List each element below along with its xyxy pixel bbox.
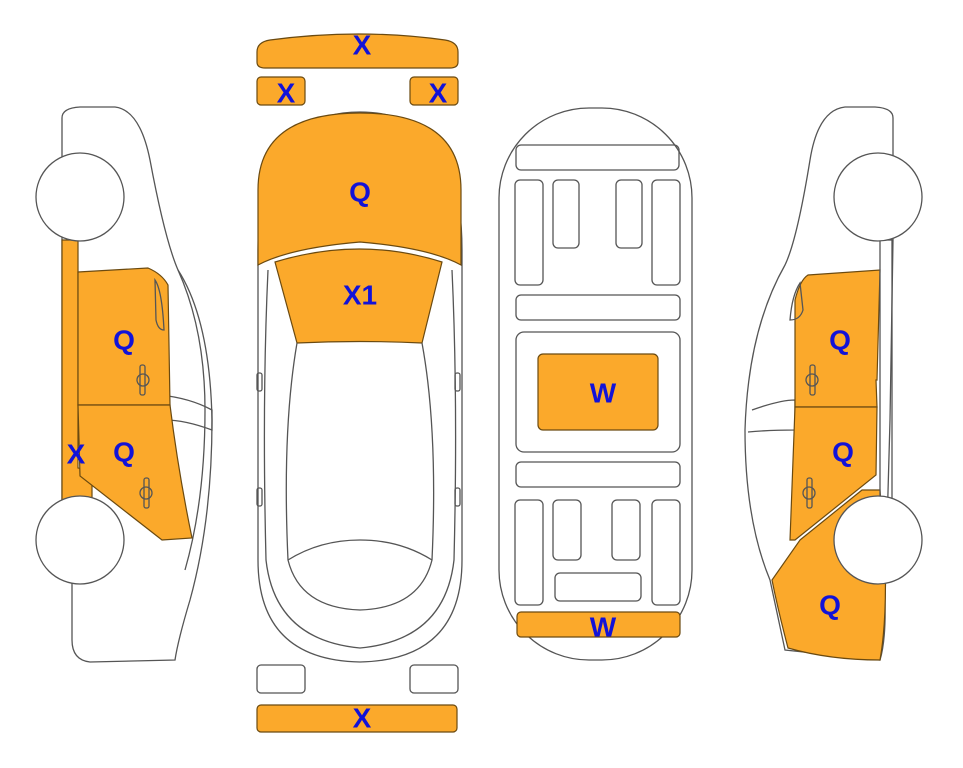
front-bumper-label: X (353, 30, 372, 61)
top-view-car (256, 33, 463, 733)
front-bumper-part[interactable] (256, 33, 459, 69)
left-headlight-label: X (277, 78, 296, 109)
windshield-part[interactable] (274, 248, 443, 344)
right-fender-label: Q (819, 590, 841, 621)
roof-label: W (590, 378, 617, 409)
trunk-edge-part[interactable] (516, 611, 681, 638)
right-headlight-label: X (429, 78, 448, 109)
left-rear-wheel (35, 495, 125, 585)
left-front-wheel (35, 152, 125, 242)
left-rear-door-label: Q (113, 437, 135, 468)
left-rocker-label: X (67, 439, 86, 470)
right-front-door-label: Q (829, 325, 851, 356)
left-headlight-part[interactable] (256, 76, 306, 106)
left-side-car (35, 106, 213, 663)
right-front-door-part[interactable] (794, 269, 881, 408)
left-front-door-part[interactable] (77, 267, 171, 406)
roof-part[interactable] (537, 353, 659, 431)
right-rear-door-label: Q (832, 437, 854, 468)
right-taillight-part[interactable] (409, 664, 459, 694)
right-front-wheel (833, 152, 923, 242)
roof-view-car (498, 107, 693, 661)
hood-part[interactable] (257, 112, 462, 267)
right-rear-wheel (833, 495, 923, 585)
windshield-label: X1 (343, 280, 377, 311)
rear-bumper-label: X (353, 703, 372, 734)
hood-label: Q (349, 177, 371, 208)
left-rear-door-part[interactable] (77, 404, 193, 541)
left-taillight-part[interactable] (256, 664, 306, 694)
rear-bumper-part[interactable] (256, 704, 458, 733)
right-headlight-part[interactable] (409, 76, 459, 106)
left-front-door-label: Q (113, 325, 135, 356)
trunk-edge-label: W (590, 612, 617, 643)
right-side-car (744, 106, 923, 661)
